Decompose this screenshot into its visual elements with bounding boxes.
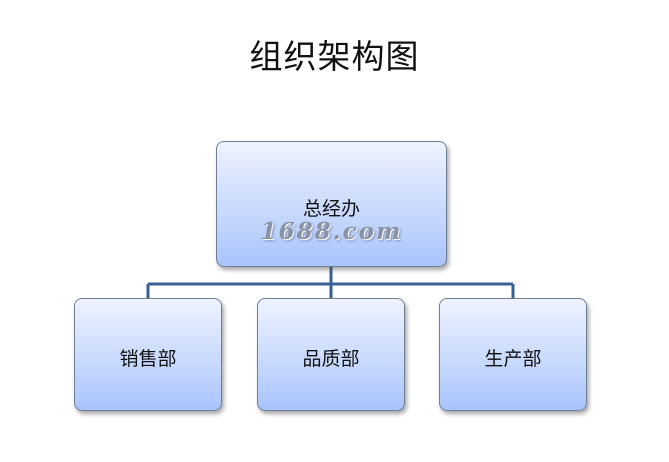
chart-title: 组织架构图 xyxy=(249,37,420,76)
org-node-sales-label: 销售部 xyxy=(119,348,177,370)
org-node-root[interactable]: 总经办 1688.com xyxy=(216,141,447,267)
org-node-root-label: 总经办 xyxy=(302,198,360,220)
org-node-quality[interactable]: 品质部 xyxy=(257,298,405,411)
org-node-sales[interactable]: 销售部 xyxy=(74,298,222,411)
org-node-production-label: 生产部 xyxy=(484,348,542,370)
org-node-quality-label: 品质部 xyxy=(302,348,360,370)
watermark: 1688.com xyxy=(260,218,403,245)
org-node-production[interactable]: 生产部 xyxy=(439,298,587,411)
